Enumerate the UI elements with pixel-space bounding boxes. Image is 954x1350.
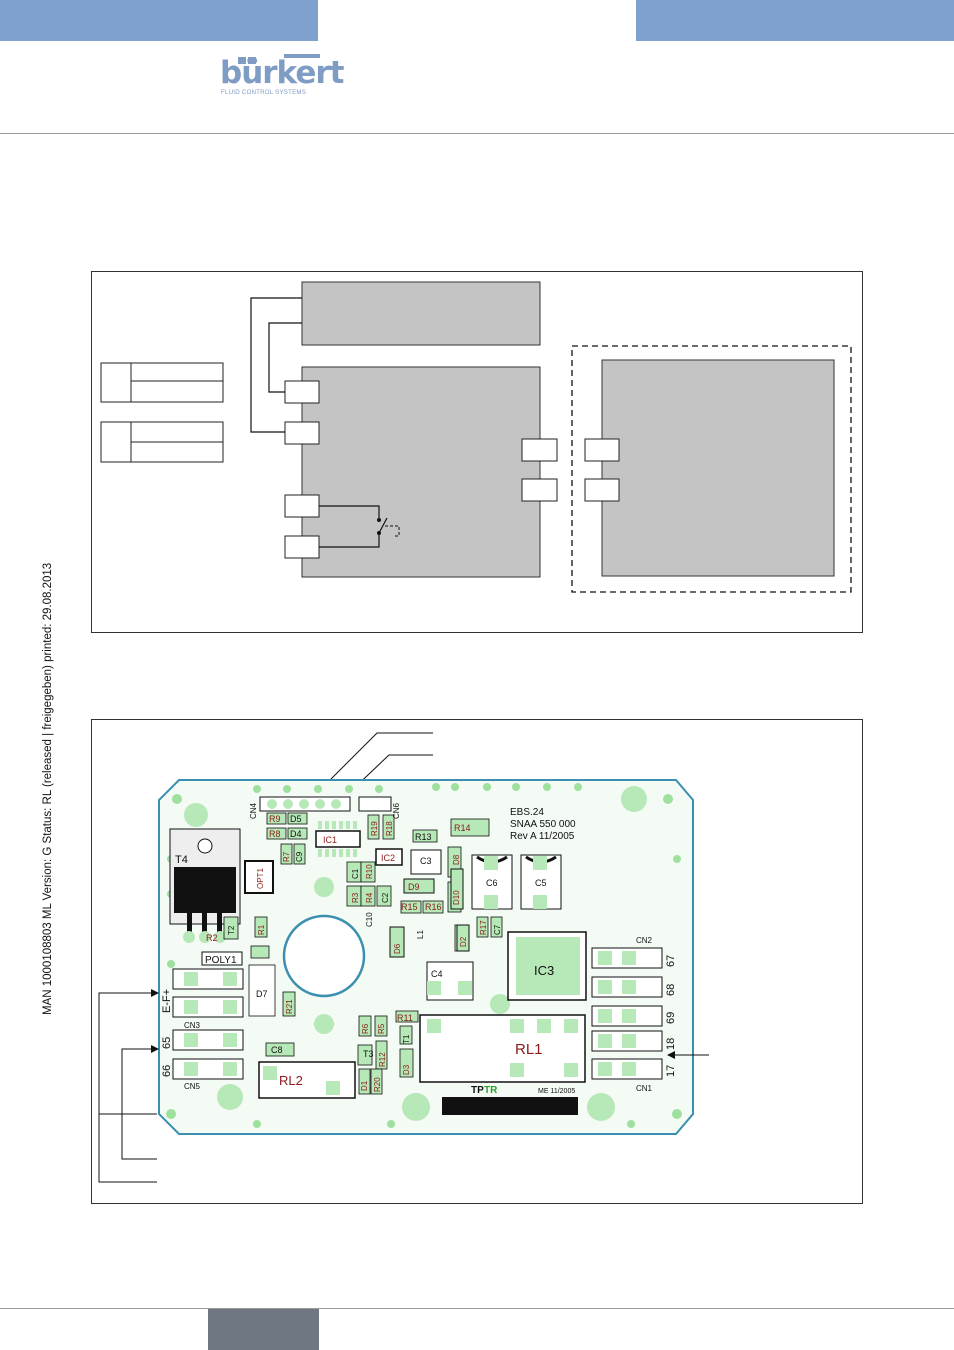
label-r11: R11 xyxy=(397,1013,413,1023)
label-r5: R5 xyxy=(377,1023,386,1034)
label-cn4: CN4 xyxy=(249,802,258,819)
brand-mark-tp: TP xyxy=(471,1085,484,1096)
label-d6: D6 xyxy=(393,943,402,954)
label-c10: C10 xyxy=(365,912,374,927)
label-cn1: CN1 xyxy=(636,1084,653,1093)
label-d9: D9 xyxy=(408,882,420,892)
label-r21: R21 xyxy=(285,999,294,1014)
label-d1: D1 xyxy=(360,1080,369,1091)
logo-wordmark: bürkert xyxy=(220,55,344,91)
footer-divider xyxy=(0,1308,954,1309)
label-ic3: IC3 xyxy=(534,963,554,978)
label-r16: R16 xyxy=(425,902,442,912)
label-rl1: RL1 xyxy=(515,1041,543,1058)
label-c3: C3 xyxy=(420,856,432,866)
logo-bar-icon xyxy=(238,54,320,64)
label-r10: R10 xyxy=(365,864,374,879)
label-t3: T3 xyxy=(363,1049,374,1059)
label-c4: C4 xyxy=(431,969,443,979)
terminal-68: 68 xyxy=(665,984,677,996)
label-c1: C1 xyxy=(351,868,360,879)
wiring-diagram-drawing xyxy=(100,281,852,593)
label-c7: C7 xyxy=(493,924,502,935)
label-ic1: IC1 xyxy=(323,835,337,845)
label-r2: R2 xyxy=(206,933,218,943)
label-r20: R20 xyxy=(373,1077,382,1092)
label-r19: R19 xyxy=(370,821,379,836)
label-opt1: OPT1 xyxy=(256,868,265,889)
label-d5: D5 xyxy=(290,814,302,824)
label-cn3: CN3 xyxy=(184,1021,201,1030)
label-rl2: RL2 xyxy=(279,1073,303,1088)
footer-page-tab xyxy=(208,1309,319,1350)
terminal-18: 18 xyxy=(665,1038,677,1050)
label-r3: R3 xyxy=(351,892,360,903)
burkert-logo: bürkert FLUID CONTROL SYSTEMS xyxy=(220,52,344,98)
label-c8: C8 xyxy=(271,1045,283,1055)
label-r15: R15 xyxy=(401,902,418,912)
board-label-rev: Rev A 11/2005 xyxy=(510,831,575,842)
label-r7: R7 xyxy=(282,851,291,862)
label-r12: R12 xyxy=(378,1052,387,1067)
header-band-left xyxy=(0,0,318,41)
label-cn5: CN5 xyxy=(184,1082,201,1091)
label-d8: D8 xyxy=(452,854,461,865)
label-r14: R14 xyxy=(454,823,471,833)
wiring-diagram xyxy=(91,271,863,633)
label-r9: R9 xyxy=(269,814,281,824)
label-c2: C2 xyxy=(381,892,390,903)
pcb-figure: R9 D5 R8 D4 IC1 R14 R13 IC2 C3 D9 R15 R1… xyxy=(91,719,863,1204)
document-info: MAN 1000108803 ML Version: G Status: RL … xyxy=(42,562,54,1015)
board-label-model: EBS.24 xyxy=(510,807,544,818)
board-label-part: SNAA 550 000 xyxy=(510,819,576,830)
label-r17: R17 xyxy=(479,920,488,935)
pcb-drawing: R9 D5 R8 D4 IC1 R14 R13 IC2 C3 D9 R15 R1… xyxy=(98,732,709,1183)
terminal-ef-plus: E-F+ xyxy=(161,989,173,1013)
label-r1: R1 xyxy=(257,924,266,935)
label-d3: D3 xyxy=(402,1064,411,1075)
brand-mark-tr: TR xyxy=(484,1085,498,1096)
terminal-17: 17 xyxy=(665,1065,677,1077)
label-c6: C6 xyxy=(486,878,498,888)
label-c9: C9 xyxy=(295,851,304,862)
label-t4: T4 xyxy=(175,854,188,866)
label-t2: T2 xyxy=(227,925,236,935)
header-band-right xyxy=(636,0,954,41)
label-cn6: CN6 xyxy=(392,802,401,819)
label-d10: D10 xyxy=(452,890,461,905)
label-poly1: POLY1 xyxy=(205,955,237,966)
label-ic2: IC2 xyxy=(381,853,395,863)
label-r4: R4 xyxy=(365,892,374,903)
terminal-66: 66 xyxy=(161,1065,173,1077)
terminal-67: 67 xyxy=(665,955,677,967)
label-r18: R18 xyxy=(385,821,394,836)
header-divider xyxy=(0,133,954,134)
label-d4: D4 xyxy=(290,829,302,839)
label-r8: R8 xyxy=(269,829,281,839)
logo-tagline: FLUID CONTROL SYSTEMS xyxy=(221,89,307,96)
label-d2: D2 xyxy=(459,936,468,947)
label-t1: T1 xyxy=(402,1034,411,1044)
label-c5: C5 xyxy=(535,878,547,888)
label-r13: R13 xyxy=(415,832,432,842)
terminal-65: 65 xyxy=(161,1037,173,1049)
label-r6: R6 xyxy=(361,1023,370,1034)
label-d7: D7 xyxy=(256,989,268,999)
label-cn2: CN2 xyxy=(636,936,653,945)
date-mark: ME 11/2005 xyxy=(538,1088,575,1095)
terminal-69: 69 xyxy=(665,1012,677,1024)
label-l1: L1 xyxy=(416,930,425,939)
